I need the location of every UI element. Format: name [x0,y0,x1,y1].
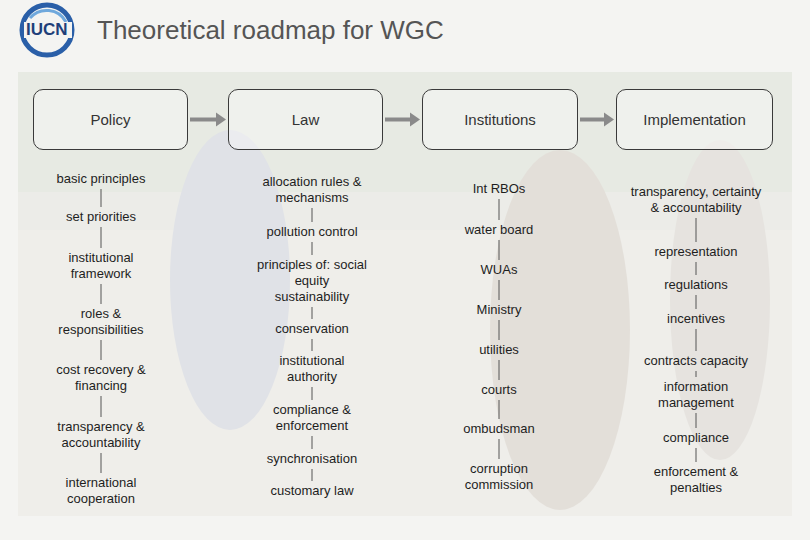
item-link-line [101,340,102,360]
list-item: WUAs [439,262,559,278]
column-header-box: Implementation [616,89,773,150]
list-item: Ministry [439,302,559,318]
list-item: information management [630,379,762,411]
arrow-shaft [190,118,217,122]
list-item: representation [630,244,762,260]
item-link-line [312,208,313,222]
flow-arrow [385,113,420,127]
list-item: institutional framework [42,250,160,282]
item-link-line [696,218,697,242]
item-link-line [696,448,697,462]
header-text: Implementation [637,111,752,128]
item-link-line [499,280,500,300]
item-link-line [499,400,500,419]
logo-text: IUCN [26,20,68,40]
list-item: customary law [256,483,368,499]
item-link-line [101,396,102,417]
item-link-line [312,387,313,400]
list-item: allocation rules & mechanisms [256,174,368,206]
flow-arrow [580,113,614,127]
item-link-line [101,227,102,248]
item-link-line [312,307,313,319]
item-link-line [101,284,102,304]
list-item: institutional authority [256,353,368,385]
list-item: principles of: social equity sustainabil… [256,257,368,305]
list-item: enforcement & penalties [630,464,762,496]
header-text: Law [286,111,326,128]
item-link-line [499,199,500,220]
header-text: Policy [84,111,136,128]
list-item: compliance [630,430,762,446]
item-link-line [312,436,313,449]
item-link-line [312,242,313,255]
arrow-head [410,113,420,127]
slide-title: Theoretical roadmap for WGC [97,15,444,46]
item-link-line [101,453,102,473]
list-item: regulations [630,277,762,293]
arrow-shaft [385,118,411,122]
item-link-line [696,295,697,309]
item-link-line [696,413,697,428]
list-item: water board [439,222,559,238]
list-item: compliance & enforcement [256,402,368,434]
item-link-line [696,262,697,275]
list-item: contracts capacity [630,353,762,369]
column-header-box: Law [228,89,383,150]
list-item: ombudsman [439,421,559,437]
item-link-line [499,240,500,260]
item-link-line [499,439,500,459]
item-link-line [312,469,313,481]
header-text: Institutions [458,111,542,128]
list-item: cost recovery & financing [42,362,160,394]
arrow-head [216,113,226,127]
list-item: conservation [256,321,368,337]
arrow-shaft [580,118,605,122]
list-item: utilities [439,342,559,358]
list-item: basic principles [42,171,160,187]
list-item: synchronisation [256,451,368,467]
item-link-line [696,329,697,351]
flow-arrow [190,113,226,127]
list-item: Int RBOs [439,181,559,197]
item-link-line [499,320,500,340]
list-item: transparency & accountability [42,419,160,451]
list-item: incentives [630,311,762,327]
column-header-box: Institutions [422,89,578,150]
item-link-line [101,189,102,207]
list-item: roles & responsibilities [42,306,160,338]
item-link-line [499,360,500,380]
list-item: international cooperation [42,475,160,507]
list-item: corruption commission [439,461,559,493]
item-link-line [696,371,697,377]
list-item: set priorities [42,209,160,225]
arrow-head [604,113,614,127]
item-link-line [312,339,313,351]
column-header-box: Policy [33,89,188,150]
list-item: courts [439,382,559,398]
list-item: transparency, certainty & accountability [630,184,762,216]
list-item: pollution control [256,224,368,240]
